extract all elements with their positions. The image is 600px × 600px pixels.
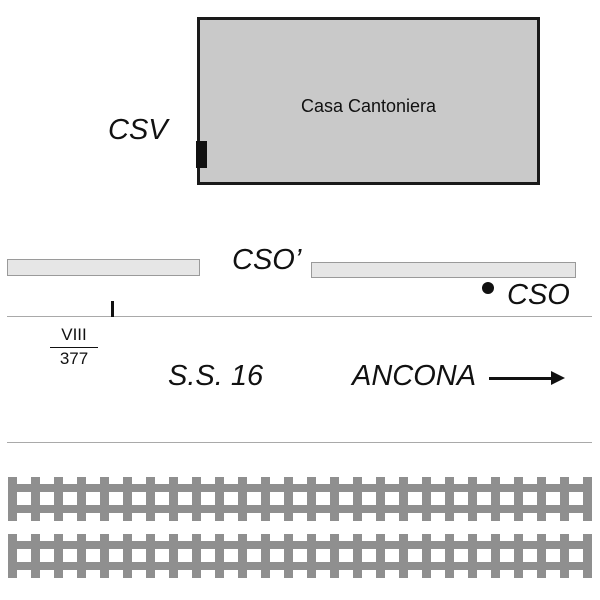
railway-tie	[468, 477, 477, 521]
railway-tie	[537, 534, 546, 578]
railway-tie	[491, 534, 500, 578]
railway-tie	[284, 477, 293, 521]
railway-tie	[54, 477, 63, 521]
csv-label: CSV	[108, 114, 168, 146]
railway-tie	[330, 534, 339, 578]
right-arrow-head	[551, 371, 565, 385]
rail	[8, 562, 592, 570]
km-marker-numerator: VIII	[50, 325, 98, 348]
km-tick-mark	[111, 301, 114, 317]
railway-tie	[169, 477, 178, 521]
railway-tie	[583, 477, 592, 521]
railway-tie	[560, 534, 569, 578]
railway-tie	[422, 477, 431, 521]
road-edge-line	[7, 316, 592, 317]
railway-tie	[261, 477, 270, 521]
railway-tie	[261, 534, 270, 578]
railway-tie	[284, 534, 293, 578]
railway-tie	[537, 477, 546, 521]
railway-tie	[215, 477, 224, 521]
railway-tie	[77, 534, 86, 578]
railway-tie	[100, 477, 109, 521]
rail	[8, 541, 592, 549]
railway-tie	[238, 477, 247, 521]
km-marker-denominator: 377	[59, 348, 89, 368]
building-label: Casa Cantoniera	[300, 96, 437, 116]
railway-tie	[491, 477, 500, 521]
railway-tie	[330, 477, 339, 521]
railway-tie	[192, 477, 201, 521]
railway-tie	[376, 477, 385, 521]
railway-tie	[445, 477, 454, 521]
right-arrow	[489, 371, 565, 385]
railway-tie	[422, 534, 431, 578]
cso-label: CSO	[507, 279, 570, 311]
cso-dot	[482, 282, 494, 294]
rail	[8, 484, 592, 492]
railway-tie	[468, 534, 477, 578]
railway-tie	[54, 534, 63, 578]
railway-tie	[8, 477, 17, 521]
railway-boundary-line	[7, 442, 592, 443]
railway-tie	[560, 477, 569, 521]
railway-tie	[238, 534, 247, 578]
railway-tie	[123, 534, 132, 578]
railway-tie	[307, 534, 316, 578]
rail	[8, 505, 592, 513]
railway-tie	[353, 477, 362, 521]
railway-tie	[100, 534, 109, 578]
railway-tie	[146, 477, 155, 521]
railway-tie	[215, 534, 224, 578]
cso-prime-label: CSO’	[232, 244, 302, 276]
railway-tie	[169, 534, 178, 578]
railway-tie	[445, 534, 454, 578]
railway-tie	[514, 534, 523, 578]
railway-tie	[146, 534, 155, 578]
railway-tie	[353, 534, 362, 578]
csv-marker	[196, 141, 207, 168]
railway-tie	[307, 477, 316, 521]
km-marker: VIII 377	[50, 325, 98, 368]
railway-tie	[376, 534, 385, 578]
railway-tie	[192, 534, 201, 578]
railway-tie	[8, 534, 17, 578]
left-guardrail-bar	[7, 259, 200, 276]
railway-tie	[31, 477, 40, 521]
road-name-label: S.S. 16	[168, 360, 264, 392]
railway-tie	[583, 534, 592, 578]
railway-tie	[123, 477, 132, 521]
railway-track-1	[8, 477, 592, 521]
railway-tie	[77, 477, 86, 521]
railway-tie	[514, 477, 523, 521]
railway-tie	[31, 534, 40, 578]
right-guardrail-bar	[311, 262, 576, 278]
railway-tie	[399, 477, 408, 521]
casa-cantoniera-building: Casa Cantoniera	[197, 17, 540, 185]
railway-tie	[399, 534, 408, 578]
direction-label: ANCONA	[352, 360, 477, 392]
railway-track-2	[8, 534, 592, 578]
